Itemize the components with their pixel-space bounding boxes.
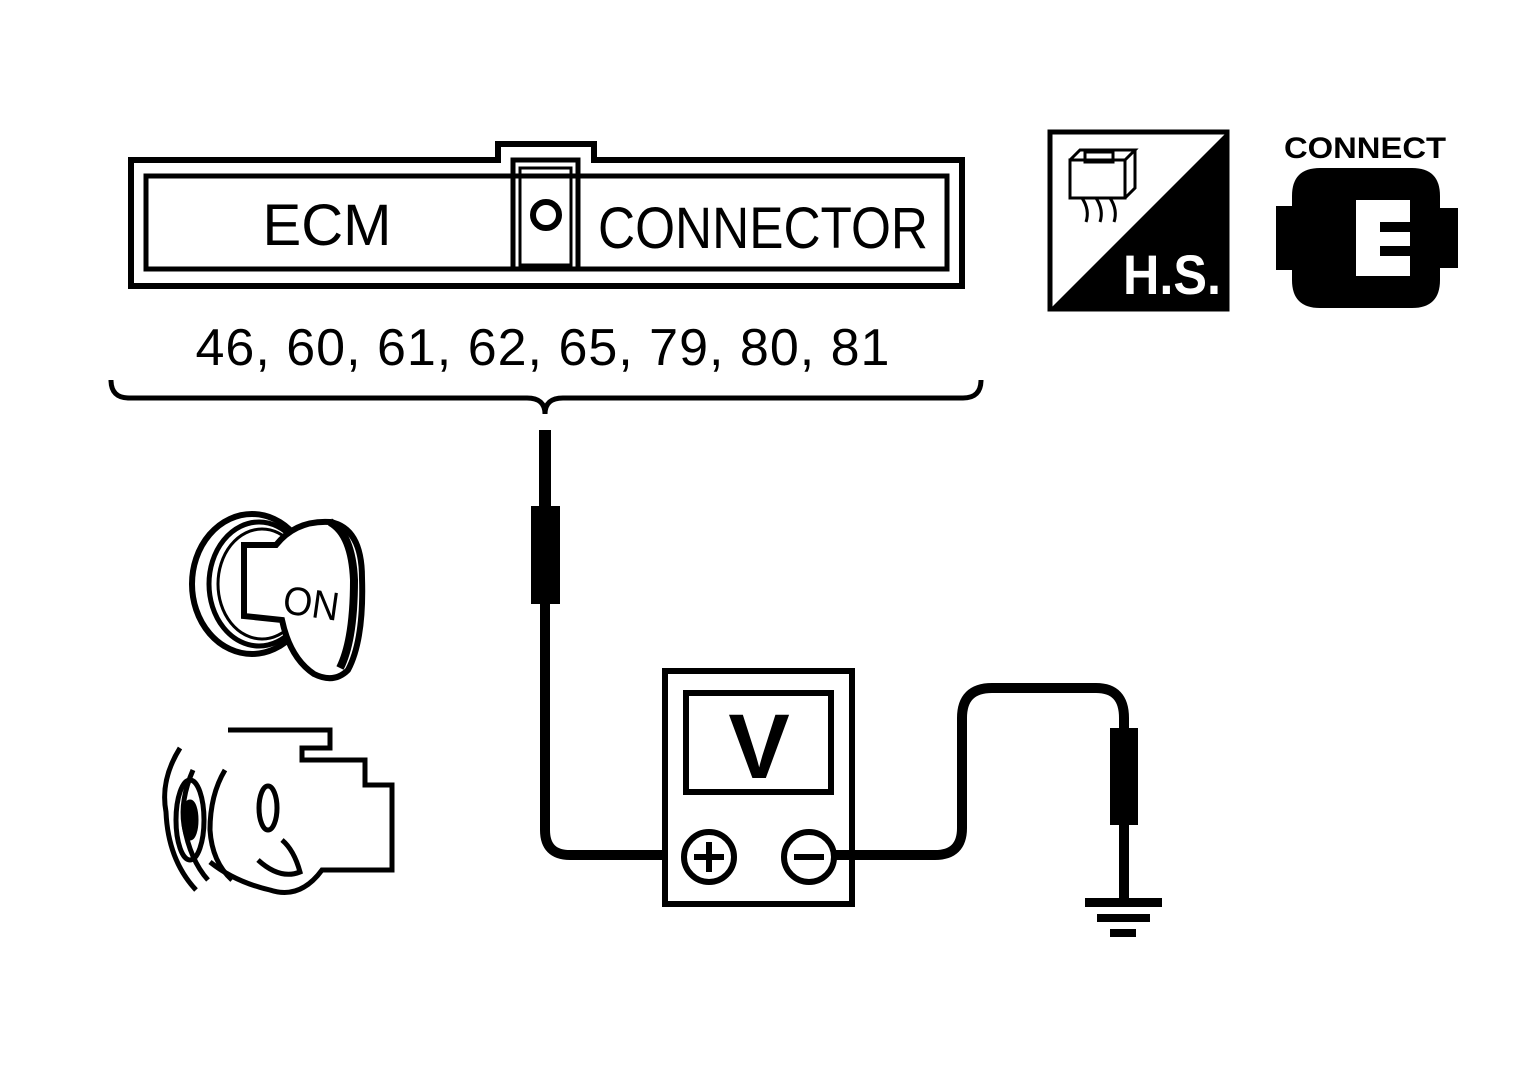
ignition-on-label: ON — [280, 578, 342, 629]
positive-probe — [531, 430, 690, 860]
voltmeter-display-label: V — [728, 696, 789, 798]
ignition-key-on-icon — [189, 511, 366, 682]
ecm-label: ECM — [263, 193, 392, 258]
connect-label: CONNECT — [1284, 132, 1446, 165]
ecm-connector — [128, 141, 965, 289]
negative-lead — [834, 683, 1138, 900]
engine-off-icon — [162, 727, 395, 895]
harness-connector-icon — [1068, 148, 1139, 223]
ground-icon — [1085, 898, 1162, 937]
terminal-brace — [108, 379, 984, 415]
harness-side-label: H.S. — [1123, 243, 1221, 306]
voltmeter — [662, 668, 855, 907]
harness-side-badge — [1047, 129, 1230, 312]
connect-connector-icon — [1276, 168, 1458, 308]
terminal-numbers: 46, 60, 61, 62, 65, 79, 80, 81 — [196, 319, 891, 377]
connector-label: CONNECTOR — [598, 196, 928, 261]
